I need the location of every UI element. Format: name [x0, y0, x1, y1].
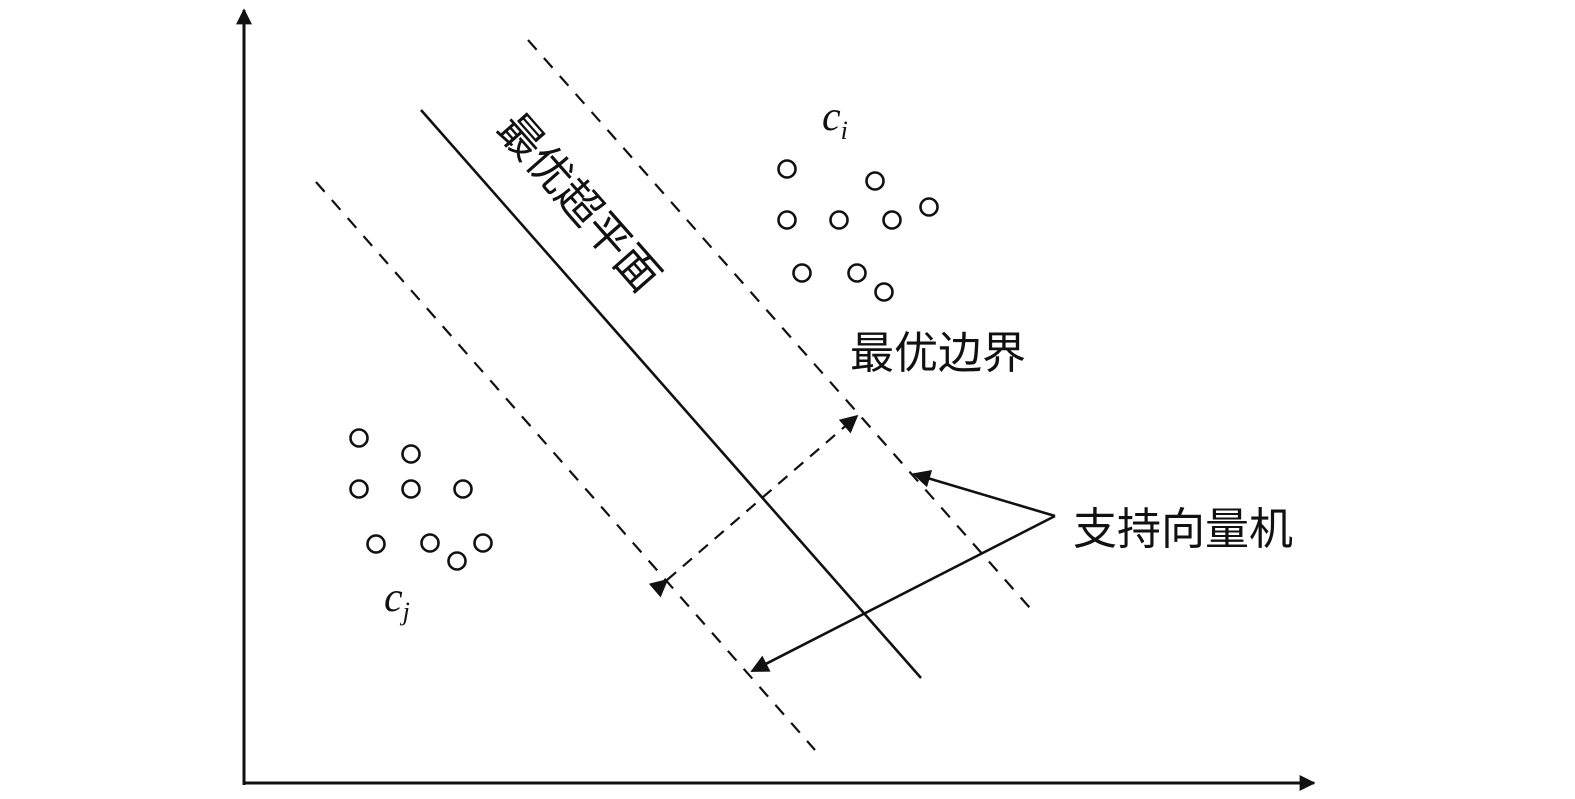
class-i-points: [777, 159, 939, 302]
data-point: [865, 171, 885, 191]
upper-margin-boundary: [527, 39, 1031, 609]
data-point: [847, 263, 867, 283]
optimal-hyperplane: [420, 109, 922, 679]
class-j-points: [349, 428, 493, 571]
data-point: [882, 210, 902, 230]
data-point: [349, 428, 369, 448]
data-point: [473, 533, 493, 553]
support-vector-arrow-lower: [750, 514, 1056, 673]
class-i-label: ci: [822, 94, 848, 145]
class-j-label: cj: [384, 575, 410, 626]
data-point: [401, 444, 421, 464]
data-point: [453, 479, 473, 499]
data-point: [792, 263, 812, 283]
data-point: [919, 197, 939, 217]
data-point: [829, 210, 849, 230]
data-point: [874, 282, 894, 302]
lower-margin-boundary: [315, 181, 816, 751]
support-vector-arrow-upper: [912, 469, 1056, 518]
data-point: [447, 551, 467, 571]
data-point: [777, 210, 797, 230]
data-point: [777, 159, 797, 179]
support-vector-label: 支持向量机: [1073, 504, 1293, 555]
axes: [236, 8, 1316, 791]
data-point: [349, 479, 369, 499]
data-point: [366, 534, 386, 554]
data-point: [401, 479, 421, 499]
data-point: [420, 533, 440, 553]
margin-label: 最优边界: [850, 328, 1026, 379]
hyperplane-label: 最优超平面: [487, 104, 671, 303]
